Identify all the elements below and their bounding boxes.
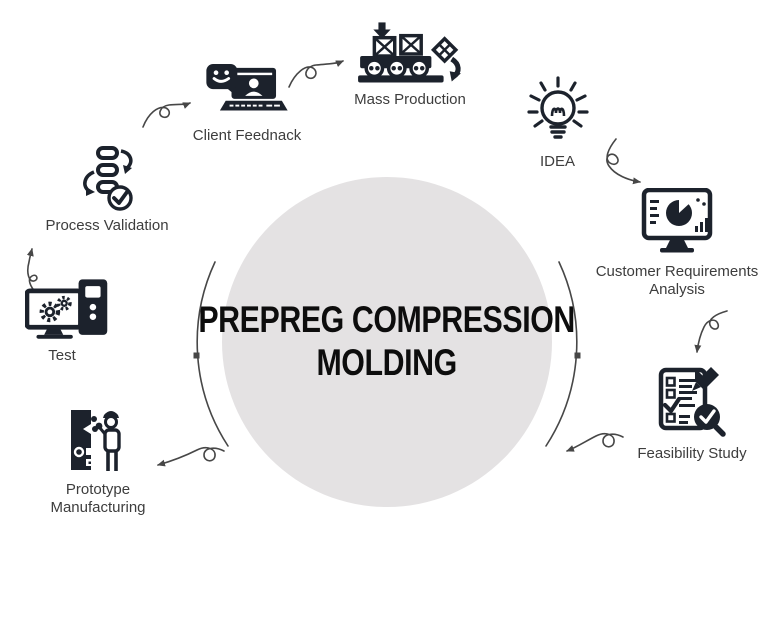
stage-process-validation: Process Validation [27, 144, 187, 235]
conveyor-machine-icon [358, 22, 461, 83]
stage-prototype-manufacturing: Prototype Manufacturing [38, 406, 158, 518]
stage-feasibility-study-label: Feasibility Study [637, 445, 747, 462]
stage-process-validation-label: Process Validation [45, 217, 169, 234]
machine-worker-icon [71, 410, 121, 471]
stage-test: Test [12, 276, 112, 365]
right-arc-midpoint-dot [574, 352, 581, 359]
diagram-title-line1: PREPREG COMPRESSION [198, 299, 576, 341]
stage-mass-production-label: Mass Production [354, 91, 466, 108]
stage-mass-production: Mass Production [330, 22, 490, 109]
stage-test-label: Test [48, 347, 76, 364]
central-circle: PREPREG COMPRESSION MOLDING [199, 177, 576, 507]
stage-customer-requirements-label: Customer Requirements Analysis [595, 263, 759, 299]
laptop-chat-icon [206, 64, 288, 111]
stage-idea: IDEA [505, 74, 610, 171]
computer-gears-icon [25, 279, 108, 339]
stage-client-feedback-label: Client Feednack [192, 127, 302, 144]
stage-idea-label: IDEA [539, 153, 575, 170]
arrow-bottom-to-prototype [157, 447, 225, 467]
process-flow-check-icon [83, 146, 133, 211]
diagram-title-line2: MOLDING [316, 342, 458, 383]
lightbulb-icon [526, 76, 589, 139]
checklist-magnifier-icon [658, 367, 726, 437]
stage-prototype-manufacturing-label: Prototype Manufacturing [50, 481, 146, 517]
monitor-analytics-icon [641, 188, 713, 253]
stage-customer-requirements: Customer Requirements Analysis [594, 188, 760, 300]
arrow-idea-to-analysis [606, 138, 641, 185]
arrow-analysis-to-feasibility [694, 310, 728, 353]
diagram-title: PREPREG COMPRESSION MOLDING [199, 299, 576, 385]
stage-client-feedback: Client Feednack [172, 64, 322, 145]
stage-feasibility-study: Feasibility Study [610, 364, 768, 463]
